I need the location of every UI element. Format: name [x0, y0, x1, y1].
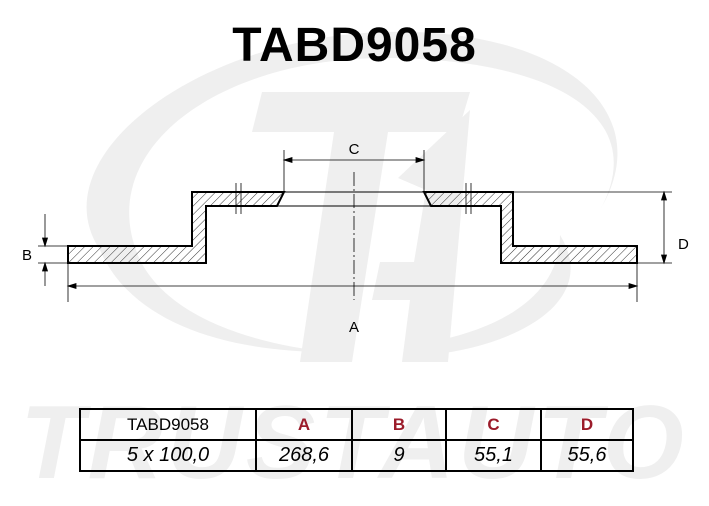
watermark-letter-a: [372, 110, 470, 362]
dimension-d-label: D: [678, 236, 689, 253]
value-a: 268,6: [255, 439, 353, 472]
spec-table-values-row: 5 x 100,0 268,6 9 55,1 55,6: [79, 439, 634, 472]
dimension-a-label: A: [349, 319, 359, 336]
header-a: A: [255, 408, 353, 441]
header-b: B: [351, 408, 447, 441]
value-d: 55,6: [540, 439, 634, 472]
header-d: D: [540, 408, 634, 441]
disc-section-profile: [67, 191, 638, 264]
header-c: C: [445, 408, 542, 441]
dimension-a: [66, 263, 639, 302]
dimension-c-label: C: [349, 141, 360, 158]
dimension-c: [282, 150, 426, 192]
spec-table-header-row: TABD9058 A B C D: [79, 408, 634, 441]
dimension-d: [513, 190, 672, 265]
value-bolt-pattern: 5 x 100,0: [79, 439, 257, 472]
watermark-letter-t: [252, 92, 470, 362]
value-b: 9: [351, 439, 447, 472]
part-number-title: TABD9058: [232, 19, 477, 72]
value-c: 55,1: [445, 439, 542, 472]
header-part-number: TABD9058: [79, 408, 257, 441]
spec-table: TABD9058 A B C D 5 x 100,0 268,6 9 55,1 …: [79, 408, 634, 472]
dimension-b: [38, 214, 68, 286]
dimension-b-label: B: [22, 247, 32, 264]
